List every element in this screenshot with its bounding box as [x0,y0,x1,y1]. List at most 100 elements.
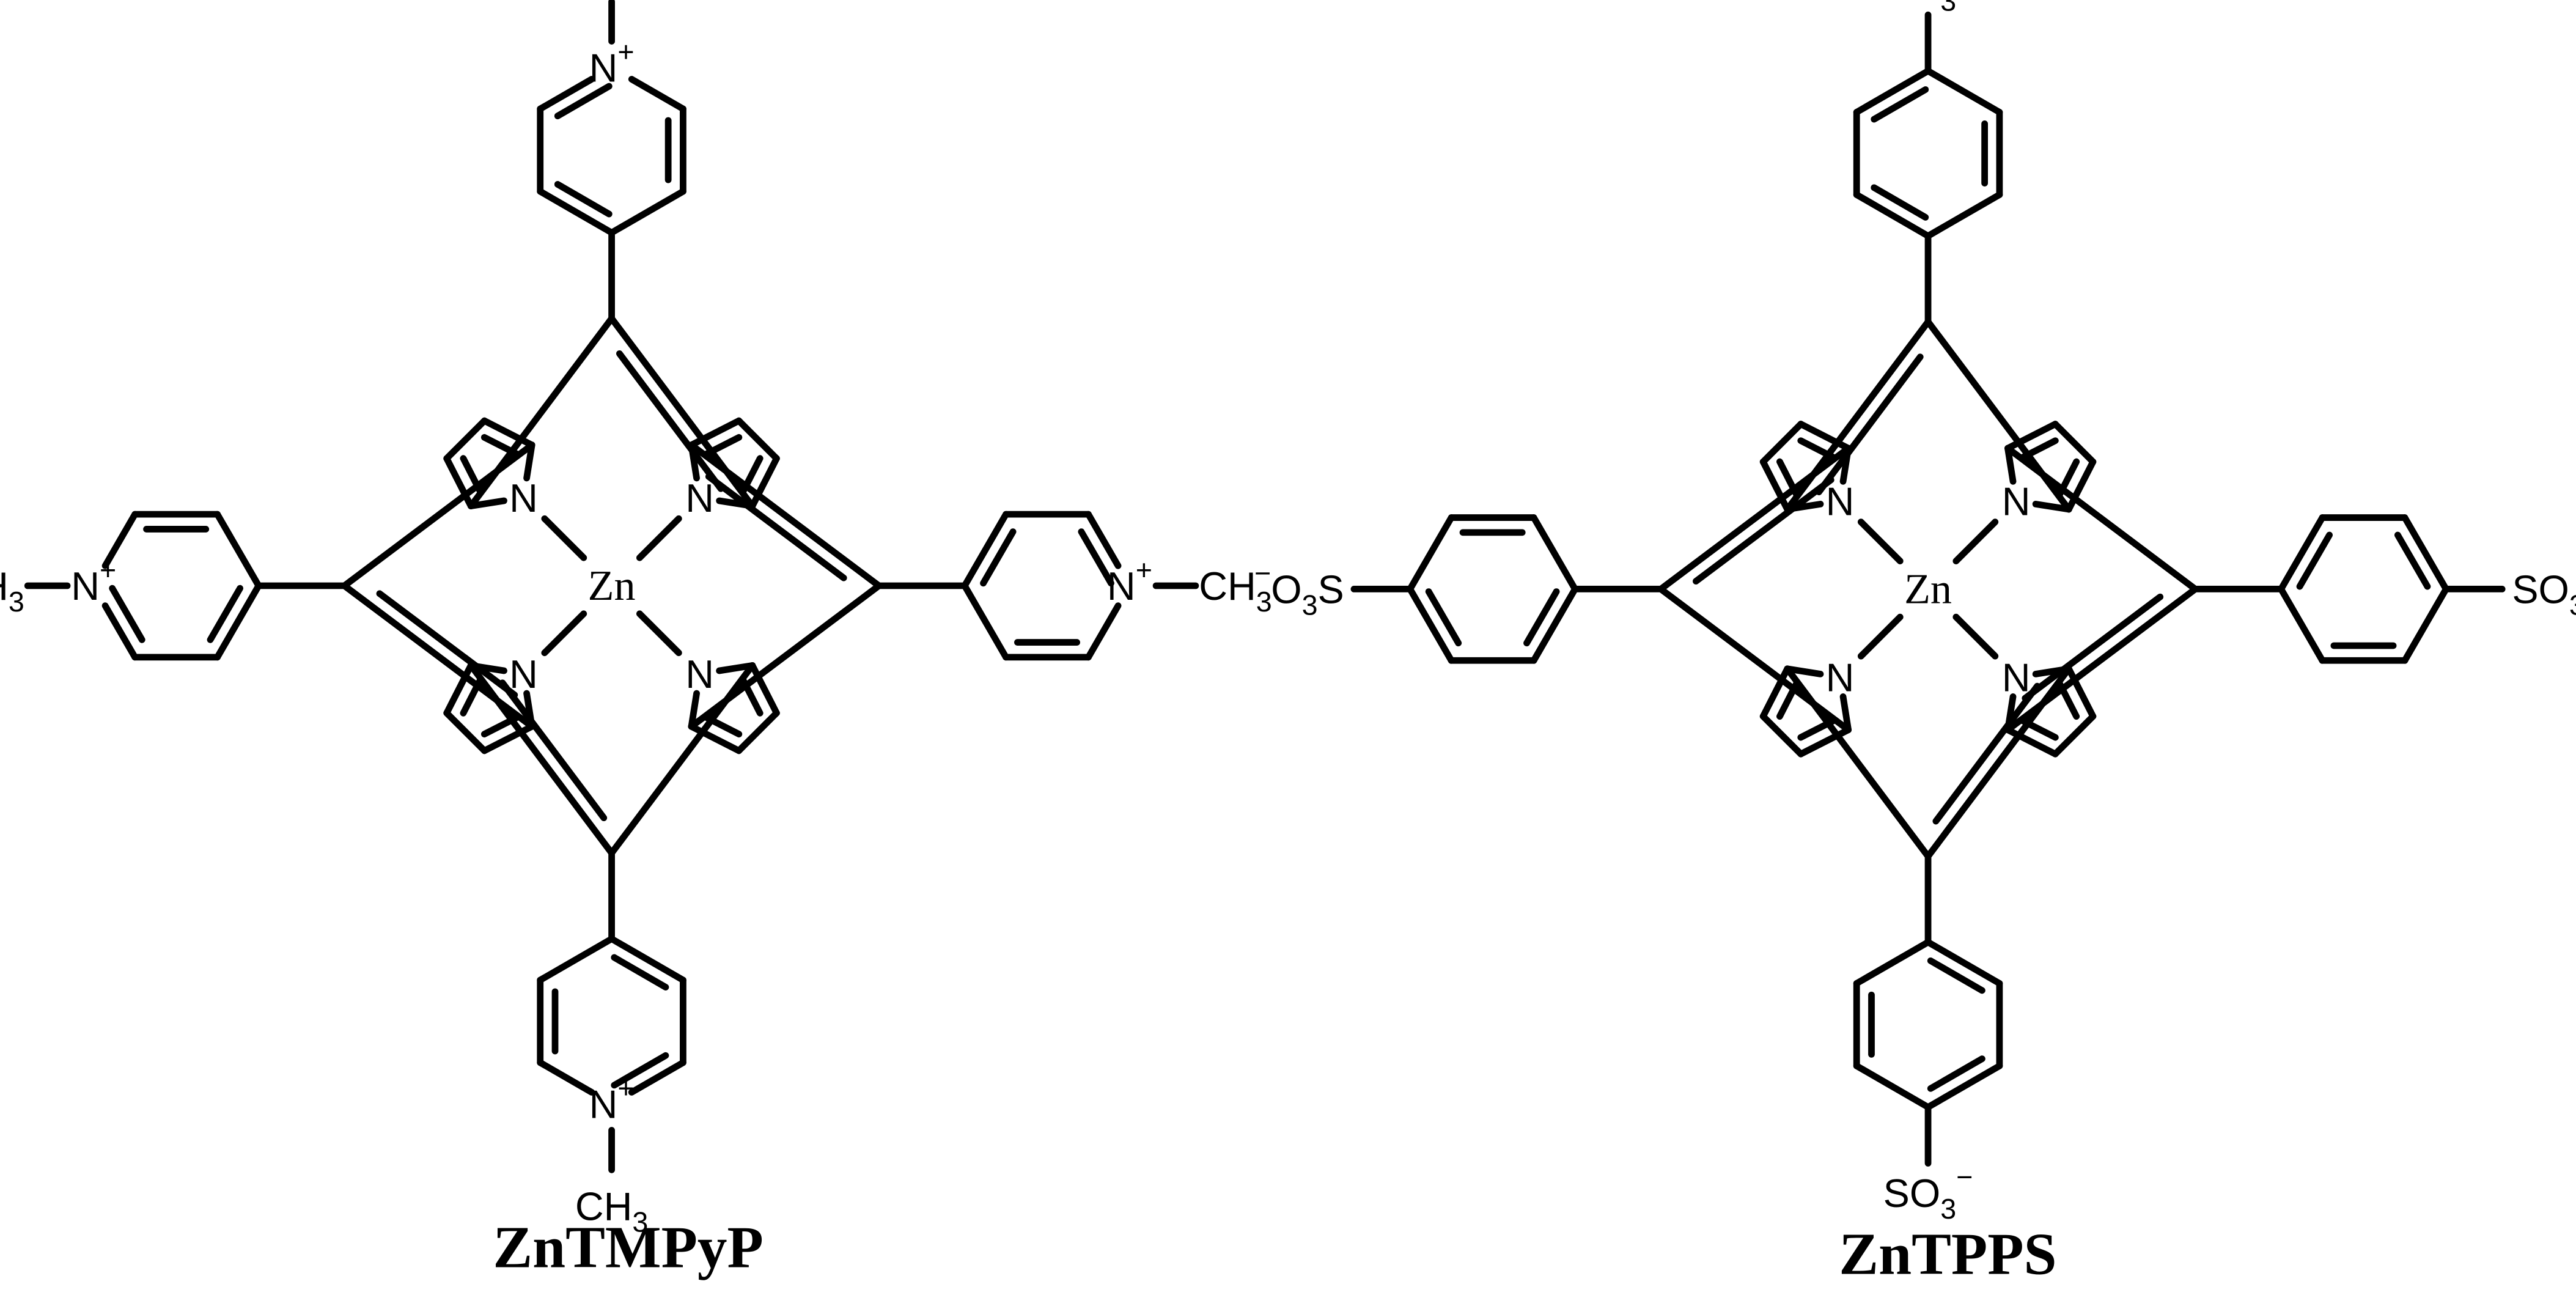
zn-coordination-line [636,515,682,561]
zn-coordination-line [1857,518,1904,565]
bond-line [443,709,488,754]
bond-line [467,315,615,509]
bond-line [1784,665,1824,677]
bond-line [341,582,535,730]
bond-line [608,315,756,509]
pyridinium-nitrogen-label: N+ [1107,554,1152,608]
bond-line [537,188,615,236]
bond-line [101,602,139,661]
pyridinium-nitrogen-label: N+ [589,1072,635,1126]
molecule-zntpps: NNNNZnSO3−SO3−−O3SSO3− [1254,0,2576,1225]
sulfonate-group-label: SO3− [2512,557,2576,621]
meso-substituent-bottom: N+CH3 [537,849,686,1238]
bond-line [443,455,474,509]
bond-line [2004,445,2017,485]
bond-line [1759,458,1791,513]
bond-line [1924,1062,2003,1111]
bond-line [1759,713,1805,758]
double-bond-inner-line [1871,184,1929,221]
pyrrole-ring-lower-right: N [685,652,780,754]
bond-line [101,511,139,569]
pyrrole-nitrogen-label: N [685,475,714,520]
bond-line [2401,586,2449,664]
bond-line [1853,1062,1932,1111]
bond-line [608,662,756,857]
bond-line [1853,67,1932,116]
meso-substituent-left: −O3S [1254,514,1665,664]
double-bond-inner-line [1927,1055,1985,1092]
pyrrole-nitrogen-label: N [509,475,538,520]
bond-line [1924,939,2003,987]
double-bond-inner-line [1932,682,2041,825]
bond-line [2278,586,2326,664]
methyl-group-label: CH3 [0,564,24,618]
bond-line [688,723,743,754]
pyrrole-nitrogen-label: N [2002,479,2031,523]
bond-line [481,417,535,449]
pyrrole-nitrogen-label: N [1826,479,1855,523]
bond-line [608,188,686,236]
bond-line [1924,191,2003,240]
bond-line [749,455,780,509]
pyrrole-nitrogen-label: N [685,652,714,696]
bond-line [2278,514,2326,592]
bond-line [1759,665,1791,720]
pyrrole-nitrogen-label: N [1826,655,1855,699]
zntpps-compound-title: ZnTPPS [1839,1221,2056,1287]
zn-coordination-line [541,515,587,561]
meso-substituent-right: SO3− [2191,514,2576,664]
pyridinium-nitrogen-label: N+ [589,36,635,90]
bond-line [735,417,780,462]
double-bond-inner-line [1078,528,1114,587]
meso-substituent-top: SO3− [1853,0,2003,325]
bond-line [1784,318,1932,513]
double-bond-inner-line [499,679,608,822]
bond-line [1085,602,1122,661]
bond-line [2401,514,2449,592]
zn-coordination-line [1857,613,1904,660]
zn-coordination-line [1952,613,1999,660]
zn-coordination-line [1952,518,1999,565]
meso-substituent-left: N+ CH3 [0,511,348,661]
sulfonate-group-label: SO3− [1883,1161,1973,1225]
double-bond-inner-line [1425,588,1462,647]
bond-line [1853,191,1932,240]
bond-line [2065,458,2097,513]
bond-line [1759,421,1805,465]
bond-line [961,582,1009,661]
double-bond-inner-line [1927,957,1985,994]
pyrrole-ring-upper-right: N [685,417,780,520]
double-bond-inner-line [611,1052,669,1089]
bond-line [537,935,615,984]
sulfonate-group-label: −O3S [1254,557,1344,621]
methyl-group-label: CH3 [1199,564,1271,618]
bond-line [1530,586,1578,664]
double-bond-inner-line [2022,593,2164,702]
bond-line [628,76,686,113]
bond-line [1924,67,2003,116]
bond-line [1085,511,1122,569]
double-bond-inner-line [611,954,669,991]
double-bond-inner-line [2394,531,2431,590]
pyrrole-nitrogen-label: N [509,652,538,696]
bond-line [1797,726,1852,758]
meso-substituent-right: N+ CH3 [875,511,1272,661]
bond-line [2052,713,2097,758]
bond-line [735,709,780,754]
bond-line [2004,726,2059,758]
bond-line [214,511,262,589]
double-bond-inner-line [1816,353,1924,496]
meso-substituent-bottom: SO3− [1853,853,2003,1225]
double-bond-inner-line [554,83,613,120]
bond-line [1407,514,1455,592]
pyridinium-nitrogen-label: N+ [71,554,116,608]
bond-line [537,76,595,113]
bond-line [2004,421,2059,452]
zinc-center-label: Zn [588,562,636,610]
sulfonate-group-label: SO3− [1883,0,1973,17]
bond-line [1839,693,1852,734]
pyrrole-nitrogen-label: N [2002,655,2031,699]
bond-line [537,1059,595,1096]
